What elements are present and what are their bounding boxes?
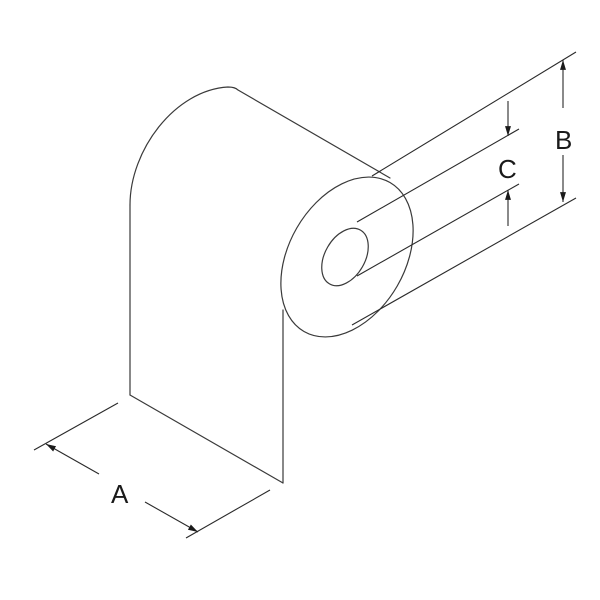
label-c: C xyxy=(496,154,519,184)
dimension-A xyxy=(33,402,271,539)
part-body xyxy=(129,86,414,484)
a-extension-left xyxy=(33,402,119,451)
a-extension-right xyxy=(185,489,271,539)
c-extension-top xyxy=(356,128,520,223)
dimension-B xyxy=(351,51,577,326)
inner-hole-ellipse xyxy=(321,227,369,287)
label-b: B xyxy=(553,125,575,155)
b-extension-bottom xyxy=(351,197,577,326)
label-a: A xyxy=(109,479,131,509)
bottom-edge xyxy=(129,394,284,484)
top-arc xyxy=(129,86,239,206)
a-arrow-left xyxy=(45,443,100,475)
c-extension-bottom xyxy=(356,183,520,277)
outer-boss-ellipse xyxy=(280,176,414,338)
a-arrow-right xyxy=(144,501,199,533)
dimension-C xyxy=(356,101,520,277)
b-extension-top xyxy=(371,51,577,177)
top-edge xyxy=(237,89,391,179)
